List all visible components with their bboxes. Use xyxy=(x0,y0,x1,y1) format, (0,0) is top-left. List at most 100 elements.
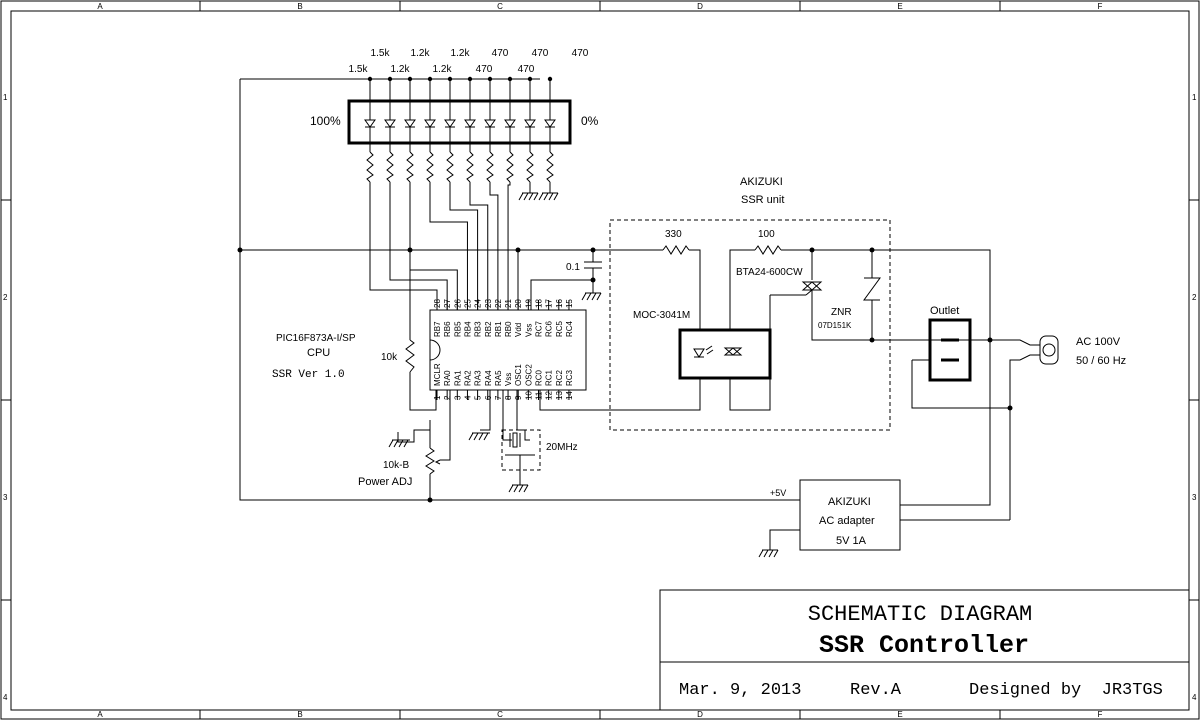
mcu-pin-label: RA1 xyxy=(453,370,462,386)
led-wire xyxy=(449,182,479,310)
series-resistor xyxy=(426,151,434,183)
mcu-pin-label: RC0 xyxy=(535,369,544,386)
pullup-value: 10k xyxy=(381,352,398,363)
resistor-value: 1.2k xyxy=(411,48,431,59)
mcu-pin-label: RC2 xyxy=(555,369,564,386)
mcu-pin-number: 6 xyxy=(484,395,493,400)
junction xyxy=(427,497,433,503)
mcu-role-label: CPU xyxy=(307,347,330,359)
mcu-pin-number: 20 xyxy=(514,299,523,308)
mcu-pin-number: 21 xyxy=(504,299,513,308)
junction xyxy=(515,247,521,253)
resistor-value: 1.2k xyxy=(433,64,453,75)
junction xyxy=(869,337,875,343)
mcu-pin-number: 10 xyxy=(524,391,533,400)
led-wire xyxy=(369,182,438,310)
mcu-pin-label: RA5 xyxy=(494,370,503,386)
mcu-pin-number: 2 xyxy=(443,395,452,400)
triac-part: BTA24-600CW xyxy=(736,267,803,278)
resistor-value: 470 xyxy=(572,48,589,59)
mcu-part-number: PIC16F873A-I/SP xyxy=(276,333,356,344)
znr-part: 07D151K xyxy=(818,321,852,330)
mcu-pin-number: 12 xyxy=(545,391,554,400)
led-bar-right-label: 0% xyxy=(581,114,599,128)
ssr-r2-value: 100 xyxy=(758,229,775,240)
ground-symbol xyxy=(538,182,559,201)
mcu-pin-number: 8 xyxy=(504,395,513,400)
mcu-pin-number: 17 xyxy=(545,299,554,308)
resistor-value: 470 xyxy=(518,64,535,75)
title-block-revision: Rev.A xyxy=(850,681,902,700)
ac-plug xyxy=(990,335,1059,520)
outlet-label: Outlet xyxy=(930,305,959,317)
row-label: 3 xyxy=(3,493,8,502)
led-diode xyxy=(384,76,396,152)
mcu-pin-number: 18 xyxy=(535,299,544,308)
title-block-title: SCHEMATIC DIAGRAM xyxy=(808,602,1032,627)
column-label: B xyxy=(297,710,302,719)
led-diode xyxy=(524,76,536,152)
column-label: F xyxy=(1098,2,1103,11)
mcu-pin-label: RB6 xyxy=(443,321,452,337)
title-block-designer: Designed by JR3TGS xyxy=(969,681,1163,700)
column-label: C xyxy=(497,2,503,11)
mcu-pin-number: 23 xyxy=(484,299,493,308)
column-label: D xyxy=(697,2,703,11)
mcu-pin-label: RB2 xyxy=(484,321,493,337)
junction xyxy=(869,247,875,253)
led-bargraph xyxy=(347,76,572,152)
mcu-pin-label: RC1 xyxy=(545,369,554,386)
mcu-ground xyxy=(468,390,491,441)
ssr-unit xyxy=(539,219,991,431)
led-wire xyxy=(429,182,468,310)
mcu-pin-number: 9 xyxy=(514,395,523,400)
mcu-pin-label: RB3 xyxy=(474,321,483,337)
mcu-bottom-pins: MCLR1RA02RA13RA24RA35RA46RA57Vss8OSC19OS… xyxy=(433,363,574,400)
pot-value: 10k-B xyxy=(383,460,409,471)
led-diode xyxy=(464,76,476,152)
ground-symbol xyxy=(518,182,539,201)
junction xyxy=(809,247,815,253)
mcu-pin-label: RC6 xyxy=(545,320,554,337)
adapter-name: AC adapter xyxy=(819,515,875,527)
column-label: D xyxy=(697,710,703,719)
mcu-pin-number: 13 xyxy=(555,391,564,400)
column-label: B xyxy=(297,2,302,11)
row-label: 2 xyxy=(1192,293,1197,302)
mcu-pin-number: 24 xyxy=(474,299,483,308)
led-wire xyxy=(507,182,511,310)
mcu-pin-label: RC5 xyxy=(555,320,564,337)
led-wire xyxy=(409,182,458,310)
mcu-pin-label: RB4 xyxy=(463,321,472,337)
resistor-value: 470 xyxy=(532,48,549,59)
mcu-pin-number: 22 xyxy=(494,299,503,308)
resistor-value: 1.5k xyxy=(349,64,369,75)
series-resistor xyxy=(526,151,534,183)
led-wire xyxy=(469,182,489,310)
pot-label: Power ADJ xyxy=(358,476,412,488)
series-resistor xyxy=(546,151,554,183)
mcu-pin-label: Vss xyxy=(524,324,533,337)
row-label: 1 xyxy=(1192,93,1197,102)
adapter-rating: 5V 1A xyxy=(836,535,867,547)
mains-voltage: AC 100V xyxy=(1076,336,1121,348)
column-label: E xyxy=(897,2,902,11)
mcu-pin-label: RB0 xyxy=(504,321,513,337)
row-label: 1 xyxy=(3,93,8,102)
led-bar-left-label: 100% xyxy=(310,114,341,128)
resistor-value: 470 xyxy=(492,48,509,59)
optocoupler-part: MOC-3041M xyxy=(633,310,690,321)
series-resistor xyxy=(486,151,494,183)
series-resistor xyxy=(386,151,394,183)
ssr-r1-value: 330 xyxy=(665,229,682,240)
mcu-pin-label: OSC1 xyxy=(514,364,523,386)
row-label: 4 xyxy=(3,693,8,702)
series-resistor xyxy=(366,151,374,183)
led-diode xyxy=(364,76,376,152)
mcu-pin-number: 7 xyxy=(494,395,503,400)
led-diode xyxy=(504,76,516,152)
